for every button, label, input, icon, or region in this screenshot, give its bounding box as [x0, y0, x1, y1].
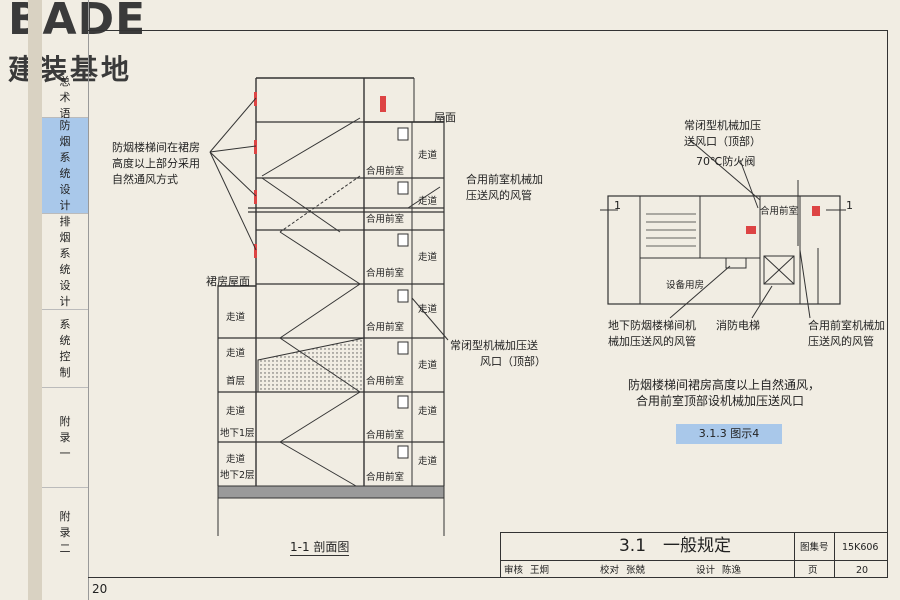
design-label: 设计: [696, 565, 716, 576]
podium-corridor-label: 走道: [226, 454, 246, 465]
sidebar-tab-2[interactable]: 排烟系统设计: [42, 214, 88, 310]
plan-note-bm: 消防电梯: [716, 319, 760, 332]
title-block: [500, 532, 888, 578]
duct-note-2: 压送风的风管: [466, 189, 532, 202]
corridor-label: 走道: [418, 150, 438, 161]
plan-note-br-2: 压送风的风管: [808, 335, 874, 348]
plan-top-note-2: 送风口（顶部）: [684, 135, 761, 148]
check-label: 校对: [600, 565, 620, 576]
plan-note-bl-2: 械加压送风的风管: [608, 335, 696, 348]
ground-floor-label: 首层: [226, 376, 246, 387]
anteroom-label: 合用前室: [366, 376, 405, 387]
corridor-label: 走道: [418, 196, 438, 207]
corridor-label: 走道: [418, 456, 438, 467]
corridor-label: 走道: [418, 406, 438, 417]
corridor-label: 走道: [418, 304, 438, 315]
binding-strip: [28, 0, 42, 600]
podium-roof-label: 裙房屋面: [206, 275, 250, 288]
plan-note-br-1: 合用前室机械加: [808, 319, 885, 332]
checker-name: 张兢: [626, 565, 646, 576]
plan-section-mark-right: 1: [846, 199, 853, 212]
sidebar-tab-label: 系统控制: [59, 317, 71, 379]
sidebar-tab-label: 排烟系统设计: [59, 214, 71, 308]
corridor-label: 走道: [418, 252, 438, 263]
figure-badge: 3.1.3 图示4: [676, 424, 782, 444]
title-divider: [500, 560, 888, 561]
anteroom-label: 合用前室: [366, 430, 405, 441]
podium-corridor-label: 走道: [226, 312, 246, 323]
roof-label: 屋面: [434, 111, 456, 124]
reviewer-name: 王炯: [530, 565, 550, 576]
anteroom-label: 合用前室: [366, 322, 405, 333]
plan-top-note-1: 常闭型机械加压: [684, 119, 761, 132]
sidebar-tab-label: 防烟系统设计: [59, 118, 71, 212]
anteroom-label: 合用前室: [366, 214, 405, 225]
title-divider-v: [794, 532, 795, 578]
plan-damper-note: 70℃防火阀: [696, 155, 756, 168]
note-natural-ventilation-2: 高度以上部分采用: [112, 157, 200, 170]
drawing-frame: [88, 30, 888, 578]
atlas-label: 图集号: [800, 542, 829, 553]
sidebar-border: [88, 0, 89, 600]
sidebar-tab-label: 附录一: [59, 414, 71, 460]
note-natural-ventilation-1: 防烟楼梯间在裙房: [112, 141, 200, 154]
plan-caption-2: 合用前室顶部设机械加压送风口: [636, 394, 805, 408]
page-label: 页: [808, 565, 818, 576]
plan-equipment-room: 设备用房: [666, 280, 705, 291]
sidebar-tab-1[interactable]: 防烟系统设计: [42, 118, 88, 214]
sidebar-tab-5[interactable]: 附录二: [42, 488, 88, 578]
plan-section-mark-left: 1: [614, 199, 621, 212]
section-caption: 1-1 剖面图: [290, 540, 350, 556]
anteroom-label: 合用前室: [366, 268, 405, 279]
page-number: 20: [92, 582, 108, 596]
title-divider-v2: [834, 532, 835, 578]
sidebar-tab-4[interactable]: 附录一: [42, 388, 88, 488]
sidebar-tab-0[interactable]: 总术语: [42, 75, 88, 120]
outlet-note-1: 常闭型机械加压送: [450, 339, 538, 352]
atlas-number: 15K606: [842, 542, 879, 553]
page-number-cell: 20: [856, 565, 869, 576]
sidebar-tab-label: 附录二: [59, 510, 71, 555]
corridor-label: 走道: [418, 360, 438, 371]
basement-2-label: 地下2层: [220, 470, 255, 481]
basement-1-label: 地下1层: [220, 428, 255, 439]
designer-name: 陈逸: [722, 565, 742, 576]
sidebar-tab-label: 总术语: [59, 74, 71, 120]
anteroom-label: 合用前室: [366, 166, 405, 177]
title-block-title: 3.1 一般规定: [618, 536, 732, 556]
sidebar-tab-3[interactable]: 系统控制: [42, 310, 88, 388]
plan-anteroom-label: 合用前室: [760, 206, 799, 217]
podium-corridor-label: 走道: [226, 348, 246, 359]
plan-caption-1: 防烟楼梯间裙房高度以上自然通风，: [628, 378, 821, 392]
note-natural-ventilation-3: 自然通风方式: [112, 173, 178, 186]
podium-corridor-label: 走道: [226, 406, 246, 417]
plan-note-bl-1: 地下防烟楼梯间机: [608, 319, 696, 332]
review-label: 审核: [504, 565, 524, 576]
outlet-note-2: 风口（顶部）: [480, 355, 546, 368]
duct-note-1: 合用前室机械加: [466, 173, 543, 186]
anteroom-label: 合用前室: [366, 472, 405, 483]
